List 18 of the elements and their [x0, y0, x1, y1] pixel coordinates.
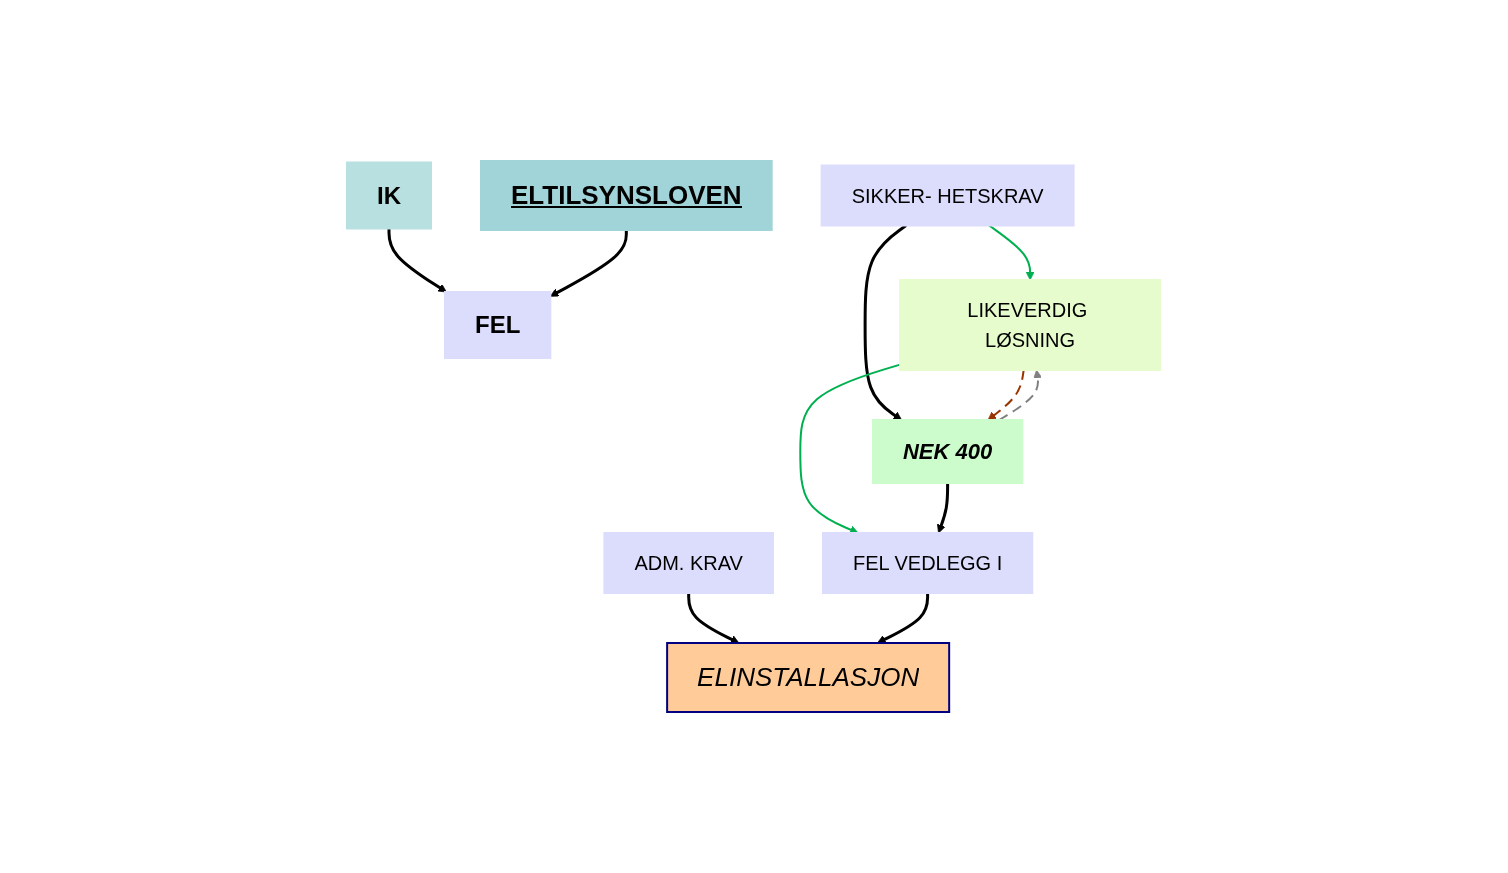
- arrow: [877, 593, 930, 644]
- arrow: [550, 230, 629, 297]
- node-box: NEK 400: [872, 419, 1024, 484]
- arrow: [387, 228, 448, 293]
- node-box: SIKKER- HETSKRAV: [821, 164, 1075, 227]
- node-box: ELTILSYNSLOVEN: [480, 160, 774, 231]
- node-box: ADM. KRAV: [603, 532, 775, 594]
- arrow: [687, 593, 740, 644]
- arrow: [864, 224, 908, 421]
- node-box: FEL VEDLEGG I: [822, 532, 1034, 594]
- node-box: ELINSTALLASJON: [666, 642, 951, 713]
- arrow: [988, 224, 1035, 281]
- arrow: [937, 483, 950, 534]
- arrow: [988, 369, 1026, 421]
- node-box: IK: [346, 161, 433, 230]
- node-box: FEL: [444, 291, 552, 359]
- node-box: LIKEVERDIG LØSNING: [899, 279, 1162, 371]
- arrow: [998, 369, 1043, 421]
